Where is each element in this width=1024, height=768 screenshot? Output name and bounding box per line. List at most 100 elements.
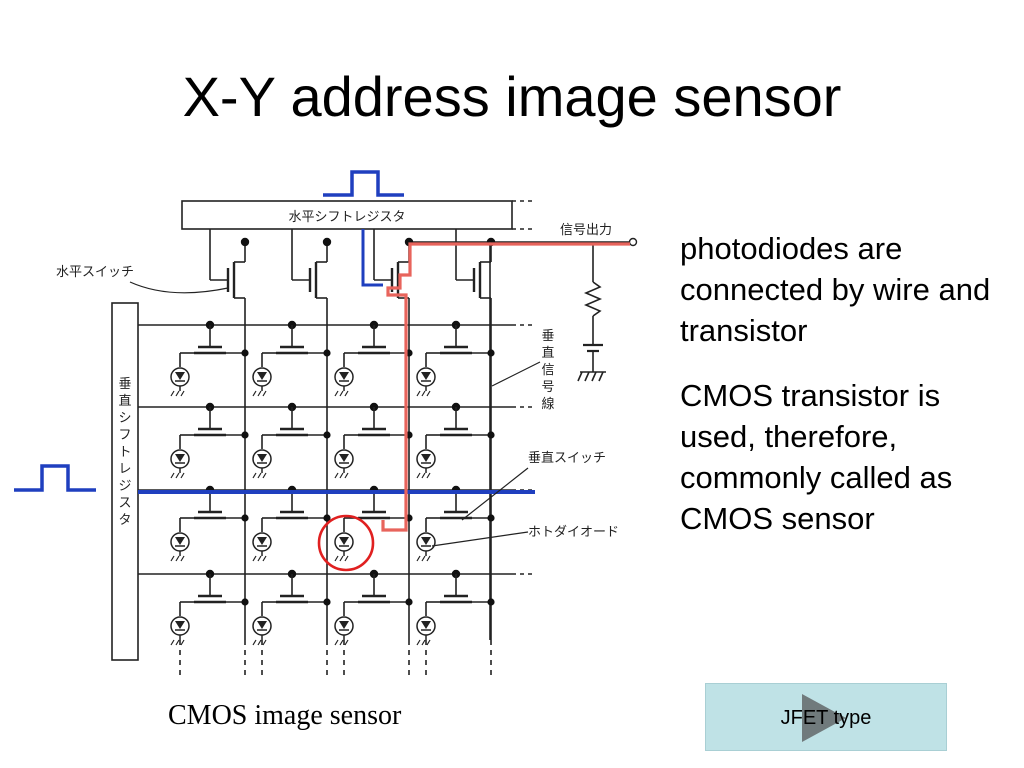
drain-junction [241, 514, 249, 522]
ground-hatch [175, 639, 180, 646]
diagram-labels: 水平シフトレジスタ信号出力水平スイッチ垂直スイッチホトダイオード垂直シフトレジス… [56, 210, 619, 547]
ground-hatch [175, 390, 180, 397]
pixel-cell [252, 325, 331, 397]
diode-triangle [175, 621, 185, 629]
cmos-sensor-diagram: 水平シフトレジスタ信号出力水平スイッチ垂直スイッチホトダイオード垂直シフトレジス… [14, 170, 638, 680]
horizontal-pulse [323, 170, 404, 197]
signal-line-leader [491, 361, 541, 387]
pixel-cell [416, 407, 495, 479]
vertical-char: シ [118, 411, 131, 426]
vertical-char: 垂 [541, 329, 554, 344]
ground-hatch [170, 390, 175, 397]
junction-dot [322, 237, 332, 247]
ground-hatch [180, 639, 185, 646]
signal-output-label: 信号出力 [560, 223, 612, 238]
diode-triangle [339, 621, 349, 629]
pixel-cell [170, 325, 249, 397]
vertical-pulse [14, 464, 96, 492]
ground-hatch [416, 390, 421, 397]
drain-junction [487, 514, 495, 522]
bullet-list: photodiodes are connected by wire and tr… [680, 228, 1020, 563]
ground-hatch [257, 639, 262, 646]
highlight-circle [317, 514, 375, 572]
ground-hatch [426, 472, 431, 479]
ground-hatch [344, 639, 349, 646]
diode-triangle [421, 372, 431, 380]
ground-hatch [180, 472, 185, 479]
ground-hatch [344, 555, 349, 562]
diode-triangle [175, 537, 185, 545]
vertical-char: 直 [541, 346, 554, 361]
vertical-char: レ [118, 462, 131, 477]
drain-junction [241, 431, 249, 439]
vertical-char: 線 [541, 396, 554, 412]
pixel-cell [252, 574, 331, 646]
vertical-char: 直 [118, 394, 131, 409]
pixel-cell [416, 490, 495, 562]
vertical-char: 号 [541, 380, 554, 395]
ground-hatch [416, 555, 421, 562]
scan-pulses [14, 170, 630, 572]
diode-triangle [175, 372, 185, 380]
ground-hatch [421, 390, 426, 397]
ground-hatch [262, 472, 267, 479]
ground-hatch [252, 472, 257, 479]
ground-hatch [170, 555, 175, 562]
diode-triangle [257, 454, 267, 462]
ground-hatch [339, 472, 344, 479]
ground-hatch [426, 555, 431, 562]
ground-hatch [262, 390, 267, 397]
figure-caption: CMOS image sensor [168, 700, 402, 731]
vertical-switch-leader [461, 467, 529, 521]
drain-junction [323, 514, 331, 522]
vertical-char: ス [118, 496, 131, 511]
drain-junction [487, 598, 495, 606]
diode-triangle [339, 537, 349, 545]
ground-hatch [257, 555, 262, 562]
vertical-char: ジ [118, 479, 131, 494]
circuit-grid [111, 200, 638, 680]
ground-hatch [344, 472, 349, 479]
photodiode-leader [431, 531, 529, 547]
ground-hatch [421, 472, 426, 479]
pixel-cell [170, 490, 249, 562]
drain-junction [323, 349, 331, 357]
ground-hatch [170, 639, 175, 646]
ground-hatch [344, 390, 349, 397]
diode-triangle [257, 372, 267, 380]
ground-hatch [334, 390, 339, 397]
vertical-char: フ [118, 428, 131, 443]
pixel-cell [170, 407, 249, 479]
bullet-2: CMOS transistor is used, therefore, comm… [680, 378, 953, 536]
drain-junction [323, 431, 331, 439]
pixel-cell [416, 574, 495, 646]
photodiode-label: ホトダイオード [528, 525, 619, 540]
ground-hatch [334, 639, 339, 646]
jfet-type-button[interactable]: JFET type [705, 683, 947, 751]
horizontal-shift-register-label: 水平シフトレジスタ [288, 210, 405, 225]
diode-triangle [175, 454, 185, 462]
signal-path [381, 242, 630, 532]
diode-triangle [421, 537, 431, 545]
bullet-1: photodiodes are connected by wire and tr… [680, 231, 991, 348]
ground-hatch [421, 639, 426, 646]
ground-hatch [339, 390, 344, 397]
vertical-char: タ [118, 513, 131, 528]
ground-hatch [416, 472, 421, 479]
jfet-type-label: JFET type [780, 707, 872, 729]
pixel-cell [252, 407, 331, 479]
ground-hatch [421, 555, 426, 562]
ground-hatch [339, 555, 344, 562]
pixel-cells [170, 325, 495, 646]
pixel-cell [334, 574, 413, 646]
drain-junction [323, 598, 331, 606]
ground-hatch [426, 390, 431, 397]
junction-dot [240, 237, 250, 247]
ground-hatch [170, 472, 175, 479]
ground-hatch [577, 371, 583, 382]
ground-hatch [180, 390, 185, 397]
horizontal-shift-register-box [181, 200, 513, 230]
ground-hatch [426, 639, 431, 646]
vertical-shift-register-box [111, 302, 139, 661]
